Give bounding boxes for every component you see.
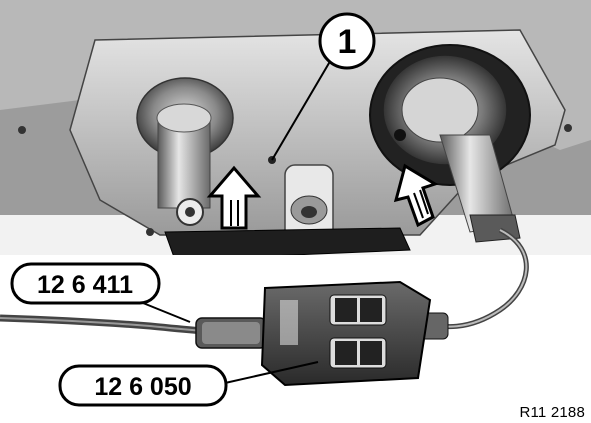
callout-tool-b-label: 12 6 050 bbox=[94, 373, 191, 401]
sensor-plate bbox=[164, 227, 411, 261]
left-camshaft-gear bbox=[136, 77, 234, 226]
switch-2 bbox=[329, 294, 387, 326]
callout-1-label: 1 bbox=[338, 23, 357, 61]
insertion-arrow-right bbox=[393, 163, 439, 228]
insertion-arrow-left bbox=[206, 165, 262, 230]
switch-1 bbox=[329, 337, 387, 369]
callout-tool-a-label: 12 6 411 bbox=[37, 271, 133, 299]
callout-tool-12-6-050: 12 6 050 bbox=[58, 364, 228, 407]
figure-id: R11 2188 bbox=[519, 404, 585, 421]
callout-part-1: 1 bbox=[318, 12, 376, 70]
callout-tool-12-6-411: 12 6 411 bbox=[10, 262, 161, 305]
right-camshaft-gear bbox=[369, 44, 531, 243]
leader-lines bbox=[142, 57, 333, 384]
test-adapter-box bbox=[260, 280, 432, 387]
center-plug bbox=[284, 164, 334, 241]
